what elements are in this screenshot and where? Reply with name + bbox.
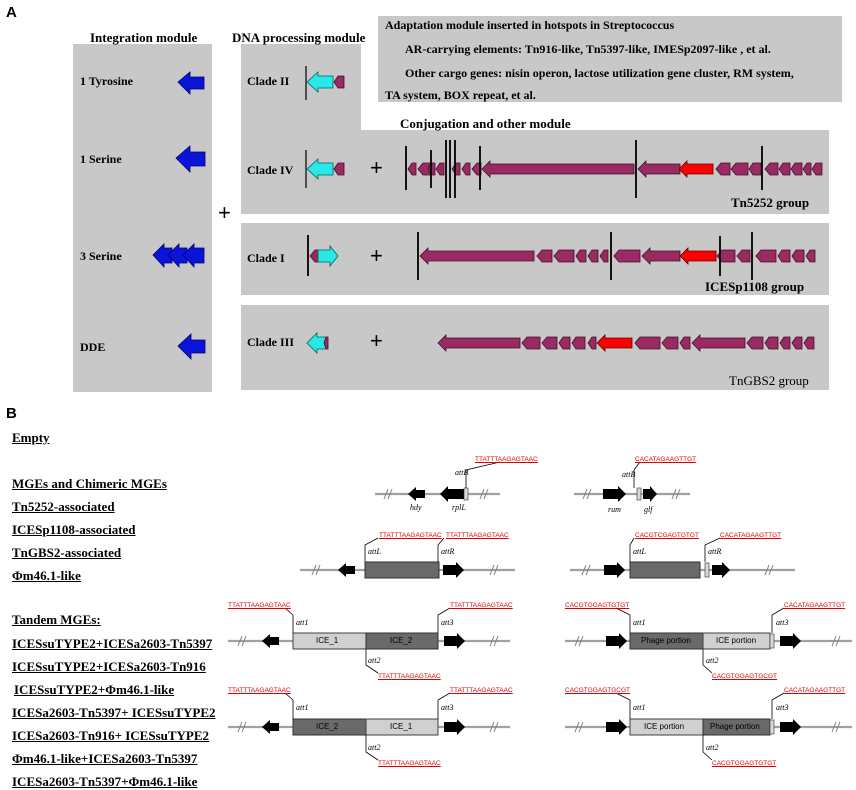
seq-attR-rum: CACATAGAAGTTGT — [720, 532, 782, 539]
adaptation-line1: Adaptation module inserted in hotspots i… — [385, 18, 675, 32]
tngbs2-associated: TnGBS2-associated — [12, 545, 122, 560]
label-att1-row1-right: att1 — [633, 618, 646, 627]
tn5252-associated: Tn5252-associated — [12, 499, 115, 514]
seq-att1-row1-right: CACGTGGAGTGTGT — [565, 602, 630, 609]
label-att3-row1-left: att3 — [441, 618, 454, 627]
tandem-5: ICESa2603-Tn916+ ICESsuTYPE2 — [12, 728, 210, 743]
plus-sign-clade1: + — [370, 243, 383, 268]
conj-gene-clade2 — [333, 75, 345, 89]
tandem-2: ICESsuTYPE2+ICESa2603-Tn916 — [12, 659, 206, 674]
label-attR-rpl: attR — [441, 547, 455, 556]
clade-label-4: Clade IV — [247, 163, 294, 177]
segment-ice1-row2: ICE_1 — [390, 722, 413, 731]
label-attR-rum: attR — [708, 547, 722, 556]
segment-phage-row1: Phage portion — [641, 636, 691, 645]
label-att2-row2-left: att2 — [368, 743, 381, 752]
segment-ice2-row1: ICE_2 — [390, 636, 413, 645]
seq-att2-row2-right: CACGTGGAGTGTGT — [712, 760, 777, 767]
seq-att1-row2-left: TTATTTAAGAGTAAC — [228, 687, 291, 694]
segment-iceportion-row2: ICE portion — [644, 722, 685, 731]
tandem-1: ICESsuTYPE2+ICESa2603-Tn5397 — [12, 636, 213, 651]
segment-ice1-row1: ICE_1 — [316, 636, 339, 645]
label-attL-rum: attL — [633, 547, 646, 556]
label-att1-row2-left: att1 — [296, 703, 309, 712]
label-attL-rpl: attL — [368, 547, 381, 556]
icesp1108-associated: ICESp1108-associated — [12, 522, 136, 537]
label-att1-row2-right: att1 — [633, 703, 646, 712]
gene-rum: rum — [608, 505, 621, 514]
adaptation-line3: Other cargo genes: nisin operon, lactose… — [405, 66, 794, 80]
empty-label: Empty — [12, 430, 50, 445]
adaptation-line2: AR-carrying elements: Tn916-like, Tn5397… — [405, 42, 771, 56]
clade-label-2: Clade II — [247, 74, 290, 88]
adaptation-module-box — [378, 16, 842, 102]
seq-att2-row2-left: TTATTTAAGAGTAAC — [378, 760, 441, 767]
seq-att3-row2-right: CACATAGAAGTTGT — [784, 687, 846, 694]
tandem-3: ICESsuTYPE2+Φm46.1-like — [14, 682, 175, 697]
seq-att1-row2-right: CACGTGGAGTGCGT — [565, 687, 630, 694]
group-label-icesp1108: ICESp1108 group — [705, 279, 805, 294]
seq-attL-rum: CACGTCGAGTGTGT — [635, 532, 699, 539]
clade4-row-genes — [305, 140, 823, 198]
clade1-row-genes — [307, 232, 816, 280]
adaptation-line4: TA system, BOX repeat, et al. — [385, 88, 536, 102]
integration-module-title: Integration module — [90, 30, 198, 45]
integrase-label-3serine: 3 Serine — [80, 249, 122, 263]
seq-att3-row1-right: CACATAGAAGTTGT — [784, 602, 846, 609]
phi-like-label: Φm46.1-like — [12, 568, 81, 583]
plus-sign-clade4: + — [370, 155, 383, 180]
seq-attR-rpl: TTATTTAAGAGTAAC — [446, 532, 509, 539]
conjugation-title: Conjugation and other module — [400, 116, 571, 131]
clade-label-3: Clade III — [247, 335, 295, 349]
plus-sign-clade3: + — [370, 328, 383, 353]
clade-label-1: Clade I — [247, 251, 285, 265]
tandem-7: ICESa2603-Tn5397+Φm46.1-like — [12, 774, 198, 789]
mges-title: MGEs and Chimeric MGEs — [12, 476, 167, 491]
seq-attB-rpl: TTATTTAAGAGTAAC — [475, 456, 538, 463]
integrase-arrow-dde — [177, 333, 206, 360]
panel-b-letter: B — [6, 405, 17, 422]
seq-att2-row1-left: TTATTTAAGAGTAAC — [378, 673, 441, 680]
integrase-arrow-serine — [175, 145, 206, 173]
label-att1-row1-left: att1 — [296, 618, 309, 627]
label-att3-row2-right: att3 — [776, 703, 789, 712]
dna-processing-title: DNA processing module — [232, 30, 366, 45]
group-label-tngbs2: TnGBS2 group — [729, 373, 809, 388]
label-att3-row2-left: att3 — [441, 703, 454, 712]
label-attB-rpl: attB — [455, 468, 469, 477]
tandem-title: Tandem MGEs: — [12, 612, 101, 627]
relaxase-clade2-arrow — [306, 71, 334, 93]
seq-att3-row2-left: TTATTTAAGAGTAAC — [450, 687, 513, 694]
label-att2-row2-right: att2 — [706, 743, 719, 752]
seq-attL-rpl: TTATTTAAGAGTAAC — [379, 532, 442, 539]
clade3-row-genes — [306, 332, 815, 354]
panel-a-letter: A — [6, 4, 17, 21]
tandem-4: ICESa2603-Tn5397+ ICESsuTYPE2 — [12, 705, 216, 720]
label-att2-row1-right: att2 — [706, 656, 719, 665]
integrase-label-tyrosine: 1 Tyrosine — [80, 74, 134, 88]
seq-att1-row1-left: TTATTTAAGAGTAAC — [228, 602, 291, 609]
tandem-6: Φm46.1-like+ICESa2603-Tn5397 — [12, 751, 198, 766]
group-label-tn5252: Tn5252 group — [731, 195, 810, 210]
label-att3-row1-right: att3 — [776, 618, 789, 627]
label-att2-row1-left: att2 — [368, 656, 381, 665]
integrase-label-serine: 1 Serine — [80, 152, 122, 166]
gene-rplL: rplL — [452, 503, 466, 512]
gene-hdy: hdy — [410, 503, 422, 512]
plus-sign-main: + — [218, 200, 231, 225]
seq-att2-row1-right: CACGTGGAGTGCGT — [712, 673, 777, 680]
integrase-arrow-serine3c — [182, 243, 205, 269]
integrase-arrow-tyrosine — [177, 71, 205, 95]
seq-attB-rum: CACATAGAAGTTGT — [635, 456, 697, 463]
seq-att3-row1-left: TTATTTAAGAGTAAC — [450, 602, 513, 609]
segment-phage-row2: Phage portion — [710, 722, 760, 731]
segment-ice2-row2: ICE_2 — [316, 722, 339, 731]
integration-module-box — [73, 44, 212, 392]
label-attB-rum: attB — [622, 470, 636, 479]
gene-glf: glf — [644, 505, 653, 514]
segment-iceportion-row1: ICE portion — [716, 636, 757, 645]
integrase-label-dde: DDE — [80, 340, 106, 354]
